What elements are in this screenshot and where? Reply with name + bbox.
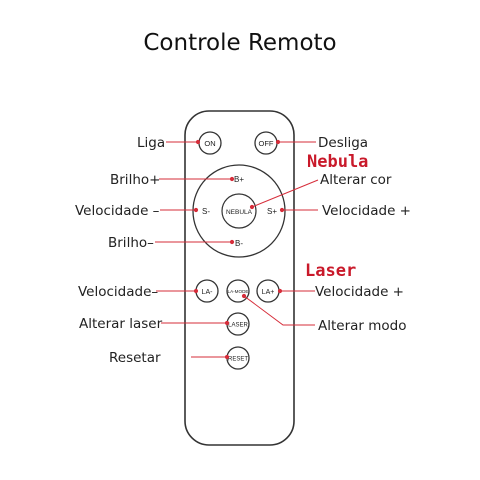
laser-pattern-label: LASER: [228, 323, 248, 329]
laser-mode-button[interactable]: LA-MODE: [226, 279, 250, 303]
off-button[interactable]: OFF: [254, 131, 278, 155]
section-nebula: Nebula: [307, 152, 368, 172]
pointer-alterar-modo: [243, 295, 315, 326]
speed-down-button[interactable]: S-: [202, 207, 210, 216]
label-velocidade-minus-laser: Velocidade–: [78, 284, 158, 300]
on-button[interactable]: ON: [198, 131, 222, 155]
reset-button-label: RESET: [228, 357, 248, 363]
label-velocidade-minus-nebula: Velocidade –: [75, 203, 160, 219]
label-alterar-laser: Alterar laser: [79, 316, 163, 332]
laser-pattern-button[interactable]: LASER: [226, 312, 250, 336]
laser-speed-down-label: LA-: [202, 289, 214, 296]
label-brilho-plus: Brilho+: [110, 172, 160, 188]
label-alterar-cor: Alterar cor: [320, 172, 392, 188]
brightness-down-button[interactable]: B-: [235, 239, 243, 248]
nebula-dial: [192, 164, 286, 258]
on-button-label: ON: [204, 139, 215, 148]
brightness-up-button[interactable]: B+: [234, 175, 244, 184]
label-alterar-modo: Alterar modo: [318, 318, 407, 334]
remote-body: [184, 110, 295, 446]
reset-button[interactable]: RESET: [226, 346, 250, 370]
speed-up-button[interactable]: S+: [267, 207, 277, 216]
label-velocidade-plus-nebula: Velocidade +: [322, 203, 411, 219]
section-laser: Laser: [305, 261, 356, 281]
label-desliga: Desliga: [318, 135, 368, 151]
label-resetar: Resetar: [109, 350, 161, 366]
label-velocidade-plus-laser: Velocidade +: [315, 284, 404, 300]
label-brilho-minus: Brilho–: [108, 235, 154, 251]
laser-speed-down-button[interactable]: LA-: [195, 279, 219, 303]
pointer-alterar-cor: [251, 179, 319, 208]
laser-mode-label: LA-MODE: [228, 289, 249, 294]
off-button-label: OFF: [259, 139, 274, 148]
laser-speed-up-button[interactable]: LA+: [256, 279, 280, 303]
page-title: Controle Remoto: [143, 30, 337, 56]
label-liga: Liga: [137, 135, 165, 151]
laser-speed-up-label: LA+: [262, 289, 275, 296]
nebula-color-button[interactable]: NEBULA: [226, 209, 253, 216]
